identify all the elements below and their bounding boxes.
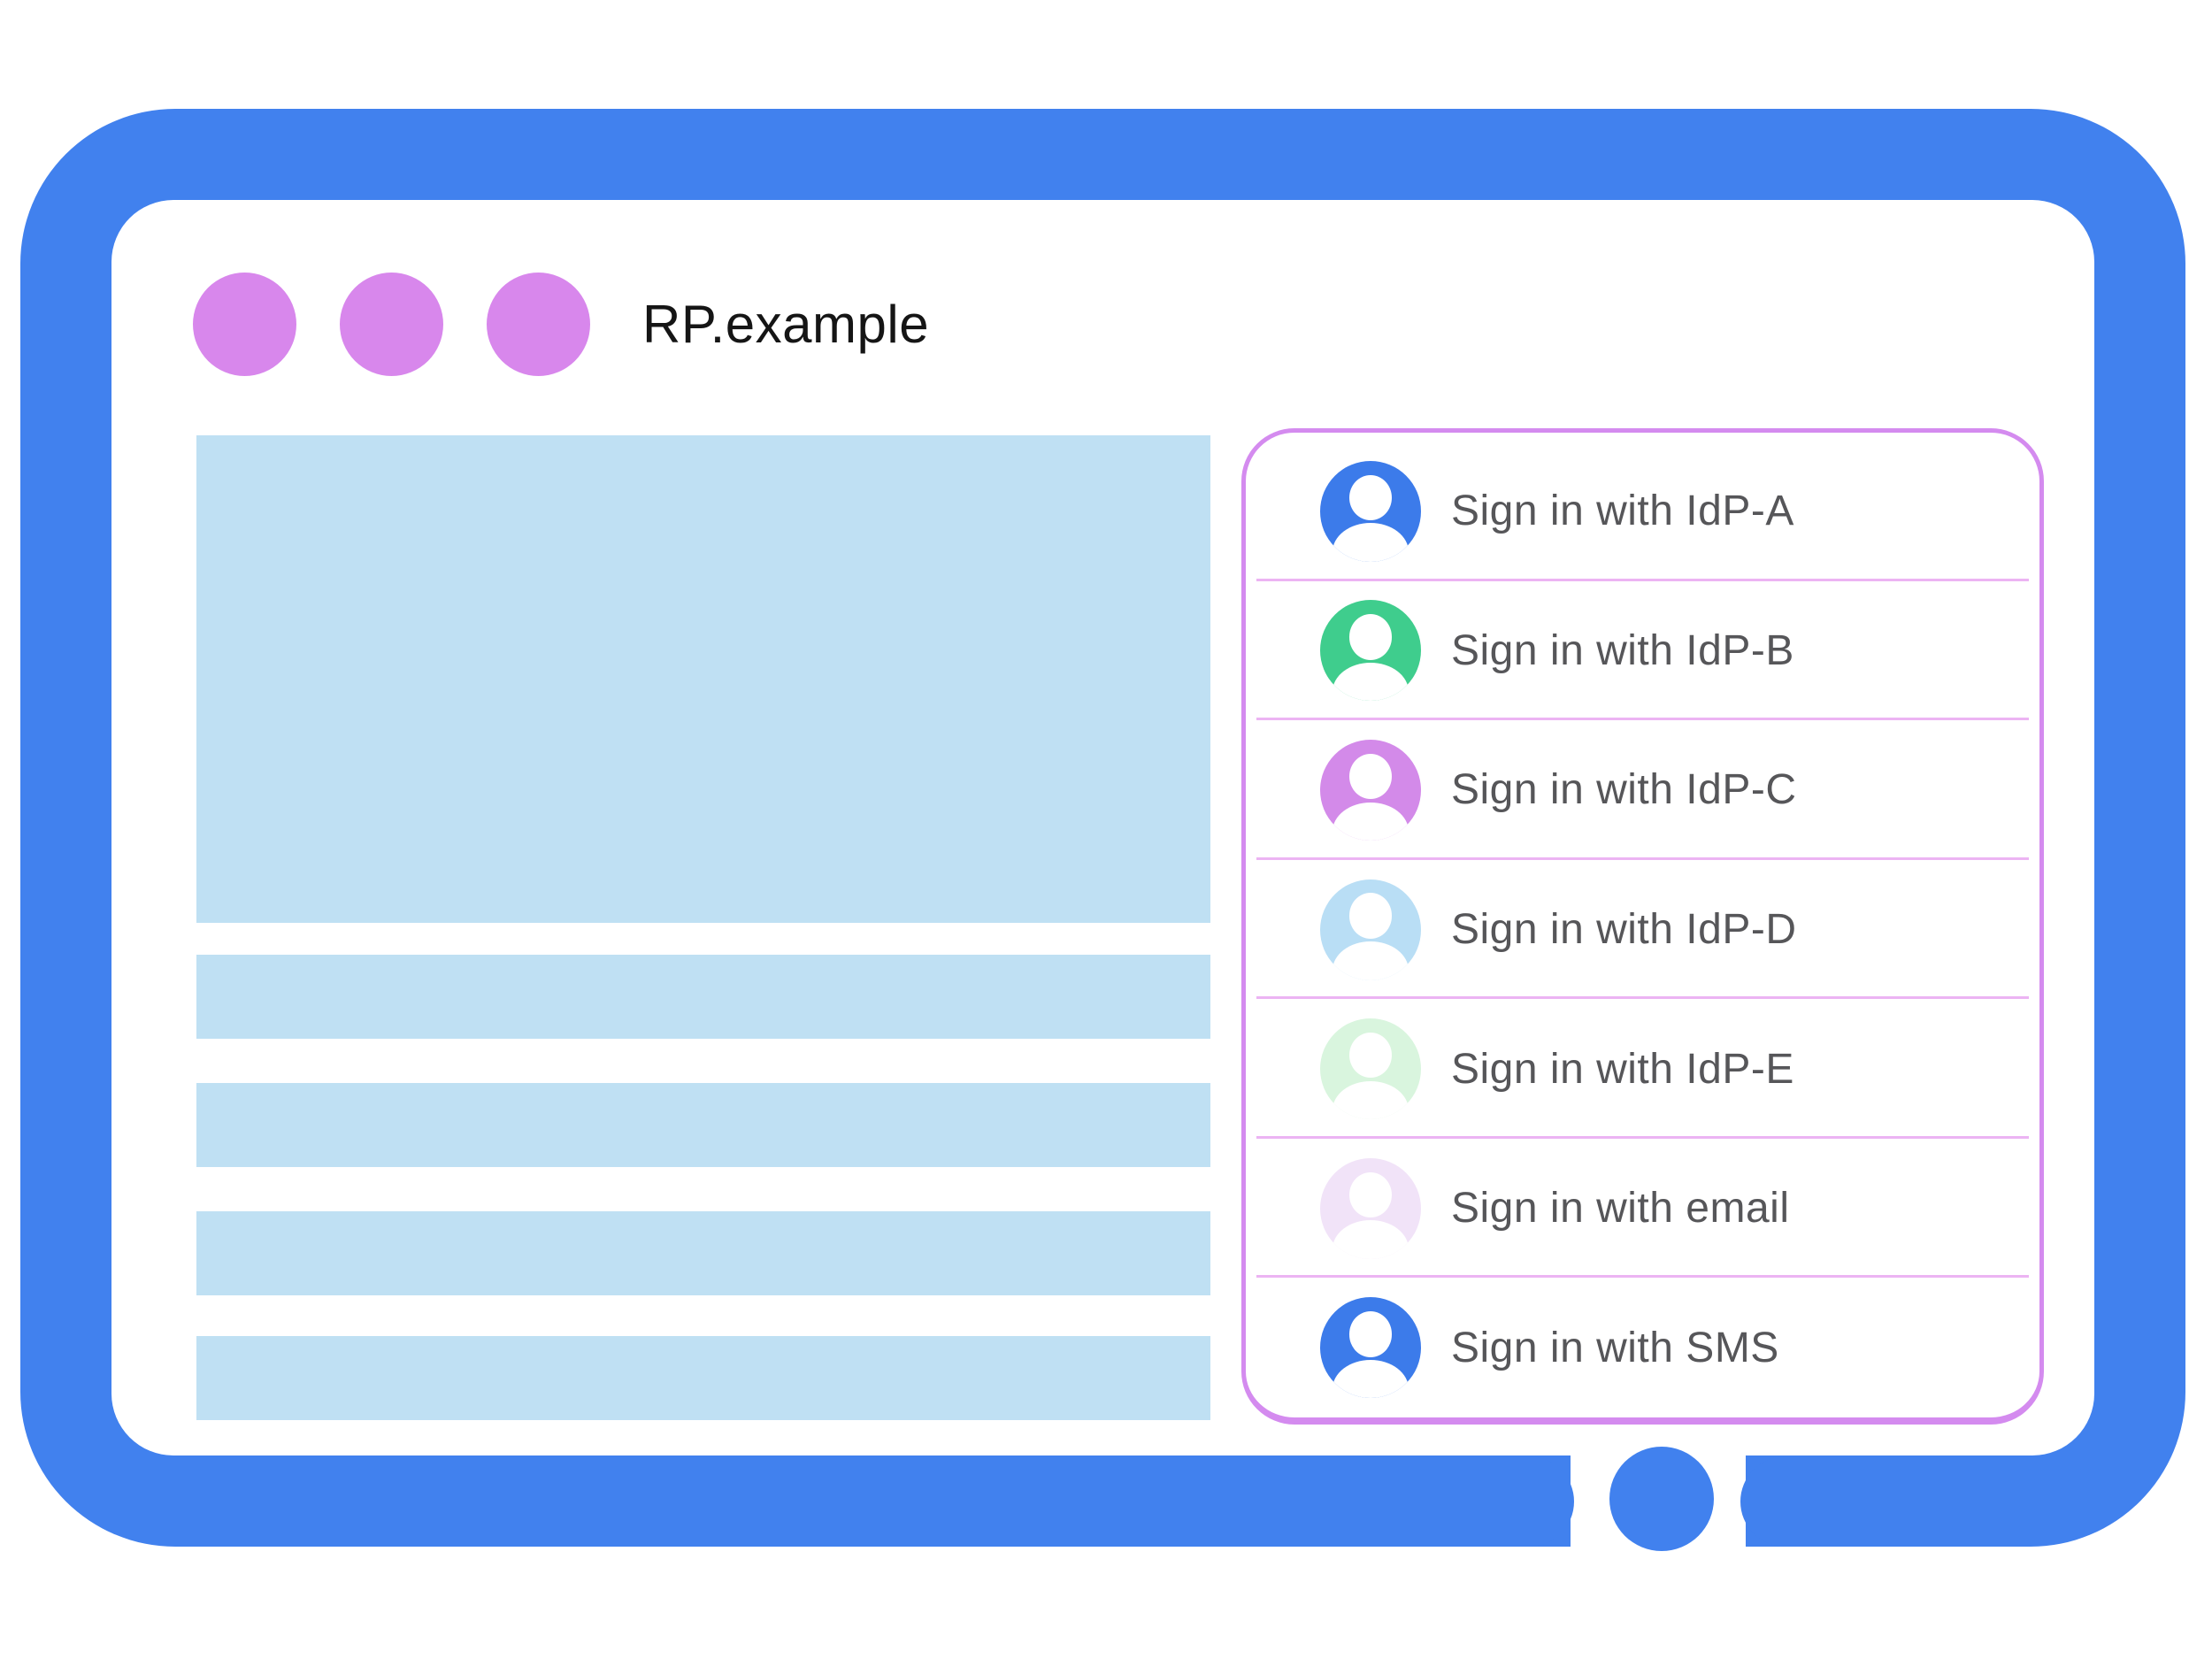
signin-option-label: Sign in with IdP-C: [1451, 766, 1797, 814]
browser-frame: RP.example Sign in with IdP-A Sign in wi…: [20, 109, 2185, 1551]
user-avatar-icon: [1320, 1018, 1421, 1120]
browser-screen: RP.example Sign in with IdP-A Sign in wi…: [111, 200, 2094, 1455]
content-placeholder-bar: [196, 1211, 1210, 1295]
page-title: RP.example: [642, 295, 930, 354]
signin-option-label: Sign in with IdP-D: [1451, 906, 1797, 954]
signin-option-idp-e[interactable]: Sign in with IdP-E: [1246, 999, 2039, 1139]
content-placeholder-bar: [196, 1083, 1210, 1167]
signin-option-idp-b[interactable]: Sign in with IdP-B: [1246, 581, 2039, 721]
signin-option-label: Sign in with IdP-E: [1451, 1045, 1794, 1093]
home-button[interactable]: [1609, 1447, 1714, 1551]
signin-panel: Sign in with IdP-A Sign in with IdP-B Si…: [1241, 428, 2044, 1425]
user-avatar-icon: [1320, 739, 1421, 841]
window-control-dot-icon[interactable]: [193, 273, 296, 376]
content-placeholder-hero: [196, 435, 1210, 923]
bezel-cap-right: [1740, 1456, 1824, 1547]
signin-option-sms[interactable]: Sign in with SMS: [1246, 1278, 2039, 1417]
user-avatar-icon: [1320, 1297, 1421, 1399]
user-avatar-icon: [1320, 460, 1421, 562]
signin-options-list: Sign in with IdP-A Sign in with IdP-B Si…: [1246, 433, 2039, 1417]
user-avatar-icon: [1320, 600, 1421, 702]
content-placeholder-bar: [196, 1336, 1210, 1420]
signin-option-label: Sign in with SMS: [1451, 1324, 1779, 1371]
signin-option-label: Sign in with IdP-A: [1451, 488, 1794, 535]
signin-option-label: Sign in with email: [1451, 1185, 1790, 1233]
user-avatar-icon: [1320, 879, 1421, 980]
window-control-dot-icon[interactable]: [340, 273, 443, 376]
content-placeholder-bar: [196, 955, 1210, 1039]
signin-option-email[interactable]: Sign in with email: [1246, 1139, 2039, 1279]
bezel-cap-left: [1491, 1456, 1574, 1547]
signin-option-idp-c[interactable]: Sign in with IdP-C: [1246, 720, 2039, 860]
user-avatar-icon: [1320, 1157, 1421, 1259]
window-control-dot-icon[interactable]: [487, 273, 590, 376]
signin-option-idp-d[interactable]: Sign in with IdP-D: [1246, 860, 2039, 1000]
signin-option-label: Sign in with IdP-B: [1451, 626, 1794, 674]
signin-option-idp-a[interactable]: Sign in with IdP-A: [1246, 442, 2039, 581]
